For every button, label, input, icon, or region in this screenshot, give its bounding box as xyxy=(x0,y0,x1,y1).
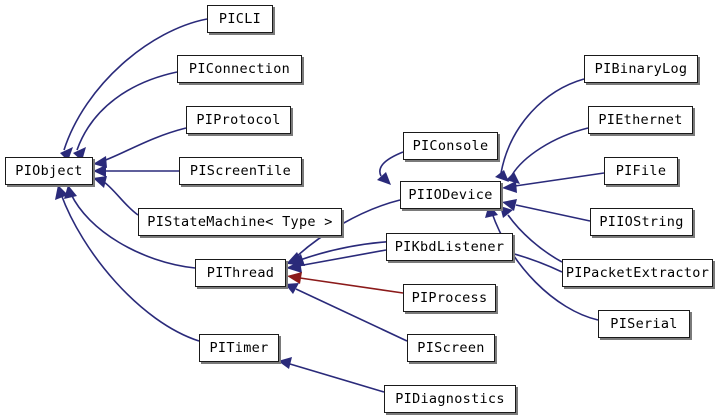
class-node-picli[interactable]: PICLI xyxy=(207,5,273,33)
class-node-piprocess[interactable]: PIProcess xyxy=(403,284,496,312)
class-node-pifile[interactable]: PIFile xyxy=(604,157,678,185)
class-node-pibinarylog[interactable]: PIBinaryLog xyxy=(584,55,698,83)
arrowhead-piprocess-pithread xyxy=(287,272,302,284)
edge-piiostring-piiodevice xyxy=(515,204,591,222)
class-node-piethernet[interactable]: PIEthernet xyxy=(588,106,693,134)
class-node-piprotocol[interactable]: PIProtocol xyxy=(186,106,291,134)
class-node-pidiagnostics[interactable]: PIDiagnostics xyxy=(384,385,516,413)
class-node-pipacketextractor[interactable]: PIPacketExtractor xyxy=(562,259,713,287)
class-node-piconnection[interactable]: PIConnection xyxy=(177,55,302,83)
edge-pibinarylog-piiodevice xyxy=(500,78,585,174)
arrowhead-pidiagnostics-pitimer xyxy=(278,357,292,369)
edge-pithread-piobject xyxy=(70,193,196,269)
arrowhead-piscreentile-piobject xyxy=(93,165,106,177)
edge-piconsole-piiodevice xyxy=(379,151,404,177)
class-node-pikbdlistener[interactable]: PIKbdListener xyxy=(386,233,513,261)
arrowhead-piconsole-piiodevice xyxy=(377,172,391,185)
arrowhead-pifile-piiodevice xyxy=(502,181,517,193)
edge-picli-piobject xyxy=(63,18,208,151)
edge-piethernet-piiodevice xyxy=(511,127,589,176)
edge-piprocess-pithread xyxy=(299,277,404,294)
arrowhead-piprotocol-piobject xyxy=(93,156,107,168)
arrowhead-pithread-piobject xyxy=(64,185,77,199)
class-node-piiodevice[interactable]: PIIODevice xyxy=(400,181,501,209)
edge-piiodevice-pithread xyxy=(295,199,401,258)
class-node-pitimer[interactable]: PITimer xyxy=(199,334,279,362)
arrowhead-piethernet-piiodevice xyxy=(506,172,520,184)
edge-pistatemachine-piobject xyxy=(103,181,139,216)
edge-piprotocol-piobject xyxy=(102,127,187,162)
class-node-pithread[interactable]: PIThread xyxy=(195,259,286,287)
arrowhead-piscreen-pithread xyxy=(285,283,299,294)
edge-piserial-piiodevice xyxy=(491,212,599,321)
arrowhead-picli-piobject xyxy=(60,147,73,161)
class-node-piscreen[interactable]: PIScreen xyxy=(407,334,495,362)
edge-pitimer-piobject xyxy=(60,193,200,342)
class-node-piiostring[interactable]: PIIOString xyxy=(590,208,693,236)
arrowhead-pitimer-piobject xyxy=(55,185,68,200)
edge-pipacketextractor-piiodevice xyxy=(507,214,563,263)
class-node-pistatemachine[interactable]: PIStateMachine< Type > xyxy=(138,208,342,236)
class-node-piconsole[interactable]: PIConsole xyxy=(403,132,498,160)
class-node-piserial[interactable]: PISerial xyxy=(598,310,690,338)
arrowhead-pipacketextractor-piiodevice xyxy=(500,206,513,218)
edge-pifile-piiodevice xyxy=(514,172,605,187)
arrowhead-pistatemachine-piobject xyxy=(93,176,107,188)
class-node-piscreentile[interactable]: PIScreenTile xyxy=(179,157,302,185)
edge-piconnection-piobject xyxy=(76,71,178,151)
class-node-piobject[interactable]: PIObject xyxy=(5,157,93,185)
arrowhead-pibinarylog-piiodevice xyxy=(495,170,509,182)
arrowhead-piiostring-piiodevice xyxy=(502,199,517,211)
arrowhead-pipacketextractor-pithread xyxy=(288,254,305,266)
edge-pikbdlistener-pithread xyxy=(297,249,387,267)
edge-pidiagnostics-pitimer xyxy=(289,363,385,393)
edge-piscreen-pithread xyxy=(295,288,408,342)
